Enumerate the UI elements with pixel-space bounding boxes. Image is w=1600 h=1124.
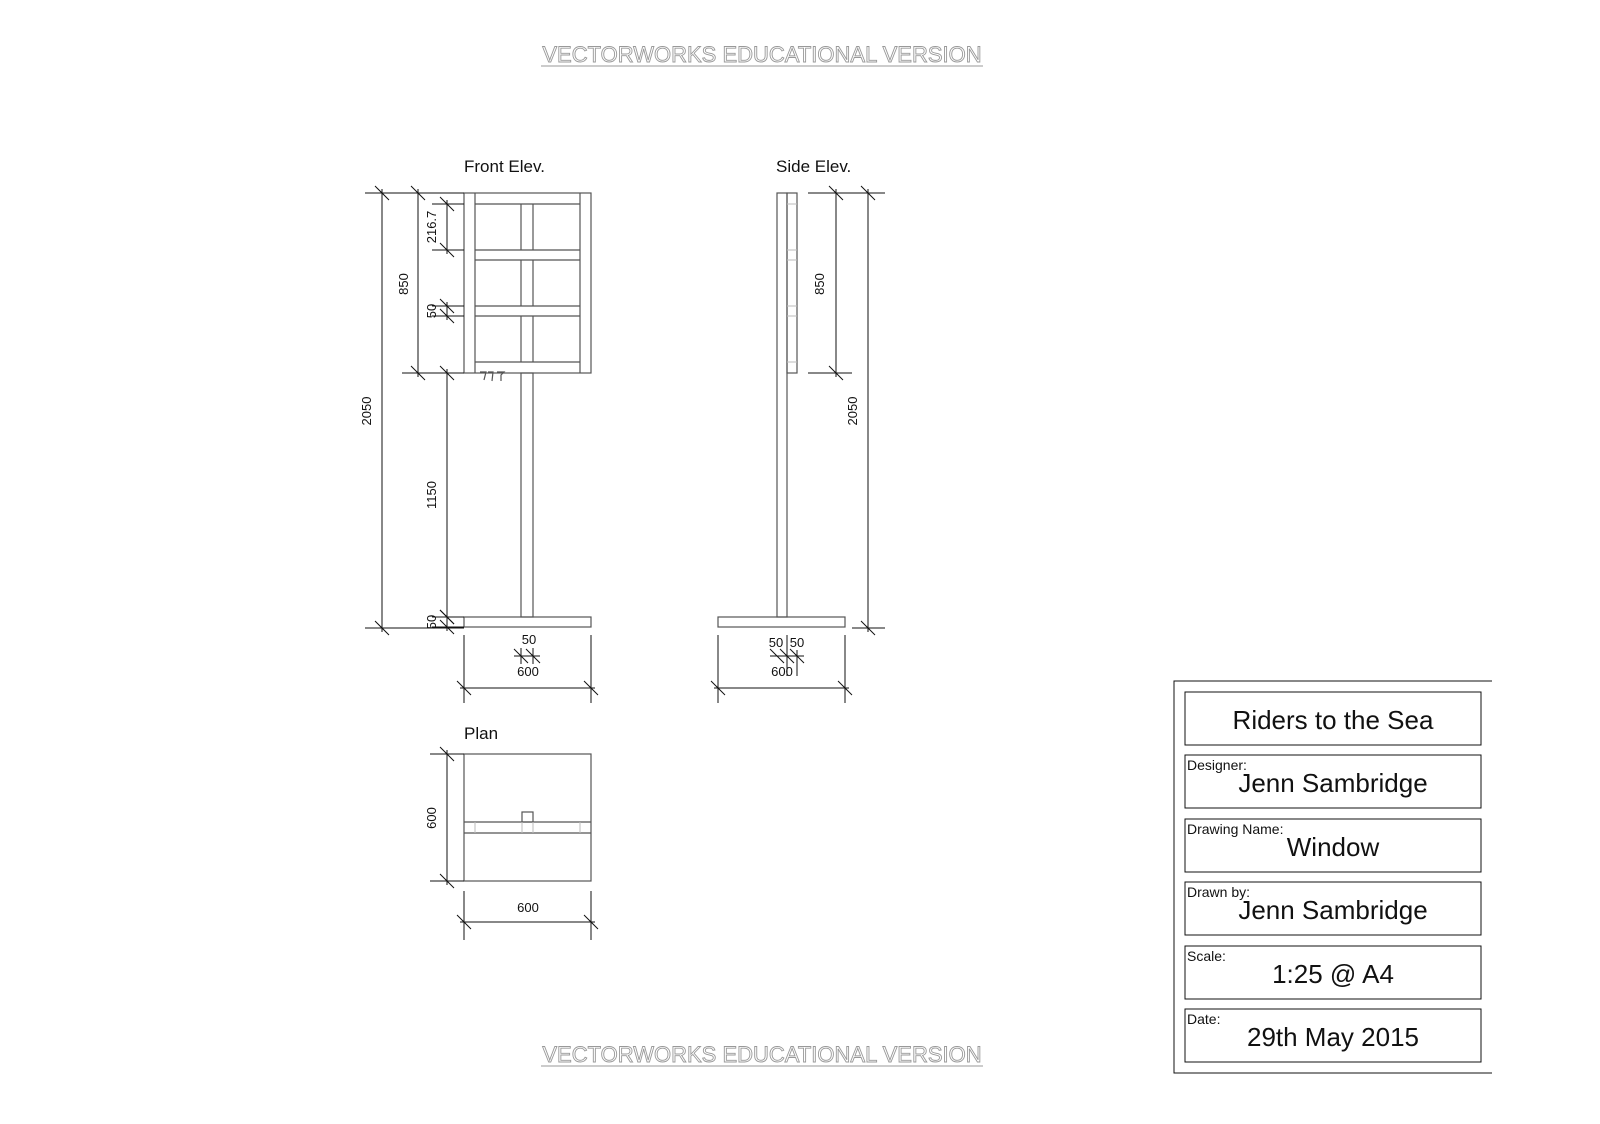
dim-pane: 216.7 — [424, 211, 439, 244]
dimension-tick — [439, 873, 455, 889]
dimension-tick — [456, 680, 472, 696]
dimension-lines — [365, 185, 599, 703]
title-field-date: Date: 29th May 2015 — [1184, 1008, 1482, 1063]
dim-overall: 2050 — [359, 397, 374, 426]
dim-width: 600 — [517, 900, 539, 915]
dimension-tick — [583, 680, 599, 696]
post — [520, 372, 534, 618]
dim-left: 50 — [769, 635, 783, 650]
side-elevation: Side Elev. 850 2050 50 50 600 — [710, 157, 885, 703]
dim-base: 50 — [424, 615, 439, 629]
dim-overall: 2050 — [845, 397, 860, 426]
dimension-lines — [710, 185, 885, 703]
post-plan — [521, 811, 534, 823]
dim-window: 850 — [396, 273, 411, 295]
field-value: Jenn Sambridge — [1238, 768, 1427, 798]
watermark-bottom: VECTORWORKS EDUCATIONAL VERSION — [542, 1042, 981, 1067]
dimension-tick — [456, 914, 472, 930]
dim-width: 600 — [517, 664, 539, 679]
dim-right: 50 — [790, 635, 804, 650]
hinge-icon — [480, 371, 506, 382]
dimension-tick — [769, 648, 785, 664]
field-label: Drawn by: — [1187, 884, 1250, 900]
field-label: Date: — [1187, 1011, 1220, 1027]
dim-post: 1150 — [424, 481, 439, 509]
view-title: Front Elev. — [464, 157, 545, 176]
dimension-tick — [374, 620, 390, 636]
dimension-tick — [860, 620, 876, 636]
base-plan — [463, 753, 592, 882]
dimension-tick — [374, 185, 390, 201]
base — [463, 616, 592, 628]
dimension-tick — [410, 365, 426, 381]
dim-rail: 50 — [424, 304, 439, 318]
dim-width: 600 — [771, 664, 793, 679]
post — [776, 192, 788, 618]
project-title: Riders to the Sea — [1233, 705, 1434, 735]
dim-window: 850 — [812, 273, 827, 295]
view-title: Plan — [464, 724, 498, 743]
dim-depth: 600 — [424, 807, 439, 829]
dimension-tick — [710, 680, 726, 696]
dimension-tick — [828, 185, 844, 201]
field-label: Scale: — [1187, 948, 1226, 964]
title-block-frame — [1173, 680, 1492, 1074]
dimension-tick — [410, 185, 426, 201]
view-title: Side Elev. — [776, 157, 851, 176]
field-label: Drawing Name: — [1187, 821, 1283, 837]
title-field-designer: Designer:Jenn Sambridge — [1184, 754, 1482, 809]
field-value: Jenn Sambridge — [1238, 895, 1427, 925]
dimension-tick — [439, 365, 455, 381]
plan-view: Plan 600 600 — [424, 724, 599, 940]
field-value: 29th May 2015 — [1247, 1022, 1419, 1052]
dimension-tick — [583, 914, 599, 930]
front-elevation: Front Elev. 2050 850 216.7 50 1150 50 50… — [359, 157, 599, 703]
title-field-drawnby: Drawn by:Jenn Sambridge — [1184, 881, 1482, 936]
dimension-tick — [860, 185, 876, 201]
field-value: Window — [1287, 832, 1380, 862]
base — [717, 616, 846, 628]
watermark-top: VECTORWORKS EDUCATIONAL VERSION — [542, 42, 981, 67]
field-value: 1:25 @ A4 — [1272, 959, 1394, 989]
title-field-drawingname: Drawing Name:Window — [1184, 818, 1482, 873]
title-field-scale: Scale: 1:25 @ A4 — [1184, 945, 1482, 1000]
title-block: Riders to the Sea Designer:Jenn Sambridg… — [1173, 680, 1492, 1074]
window-side — [786, 192, 798, 374]
dim-post-width: 50 — [522, 632, 536, 647]
window-frame — [463, 192, 592, 374]
dimension-tick — [837, 680, 853, 696]
field-label: Designer: — [1187, 757, 1247, 773]
dimension-tick — [828, 365, 844, 381]
dimension-lines — [430, 746, 599, 940]
dimension-tick — [439, 746, 455, 762]
